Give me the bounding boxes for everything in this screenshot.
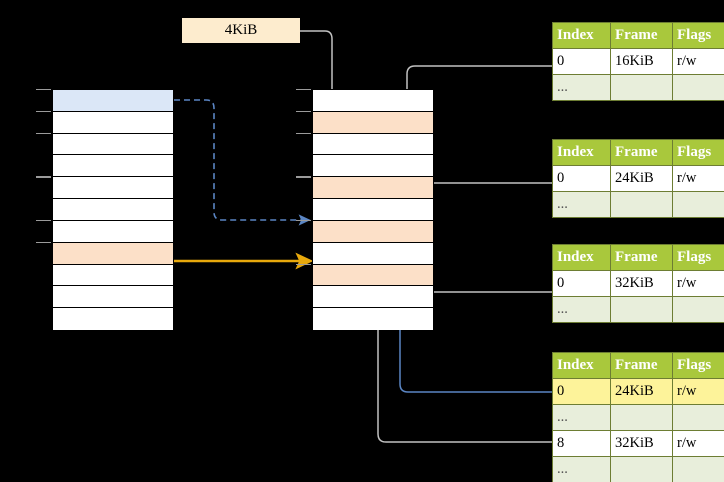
virtual-row-row-10 — [53, 286, 173, 309]
physical-row-row-6 — [313, 199, 433, 221]
virtual-row-row-8 — [53, 242, 173, 265]
page-table-2-r0-frame: 24KiB — [610, 165, 673, 192]
virtual-row-row-9 — [53, 264, 173, 287]
table-row: ... — [552, 191, 724, 218]
page-table-4-r0-frame: 24KiB — [610, 378, 673, 405]
physical-row-row-4 — [313, 155, 433, 178]
page-table-4-r3-flags — [672, 456, 724, 482]
page-table-4-r1-frame — [610, 404, 673, 431]
physical-row-row-7 — [313, 220, 433, 243]
page-table-1-header-frame: Frame — [610, 22, 673, 49]
page-table-1-r1-frame — [610, 74, 673, 101]
virtual-row-row-7 — [53, 220, 173, 243]
page-table-1-r0-flags: r/w — [672, 48, 724, 75]
physical-tick-0 — [296, 89, 311, 91]
page-table-1-header-flags: Flags — [672, 22, 724, 49]
page-table-2-r0-flags: r/w — [672, 165, 724, 192]
virtual-tick-7 — [36, 241, 51, 244]
physical-row-row-1 — [313, 90, 433, 112]
physical-tick-2 — [296, 132, 311, 135]
page-table-2-r1-flags — [672, 191, 724, 218]
page-table-2-header-index: Index — [552, 139, 611, 166]
virtual-tick-6 — [36, 219, 51, 222]
page-table-4-r0-index: 0 — [552, 378, 611, 405]
page-table-3-r0-frame: 32KiB — [610, 270, 673, 297]
table-row: ... — [552, 456, 724, 482]
page-table-3-r1-index: ... — [552, 296, 611, 323]
physical-row-row-2 — [313, 111, 433, 134]
page-table-2-r1-frame — [610, 191, 673, 218]
page-table-4-r1-flags — [672, 404, 724, 431]
page-table-1-r0-index: 0 — [552, 48, 611, 75]
virtual-row-row-11 — [53, 308, 173, 330]
physical-row-row-3 — [313, 133, 433, 156]
page-table-1-header-index: Index — [552, 22, 611, 49]
physical-row-row-10 — [313, 286, 433, 309]
page-table-3-header-flags: Flags — [672, 244, 724, 271]
page-table-2-header-frame: Frame — [610, 139, 673, 166]
virtual-tick-0 — [36, 89, 51, 91]
physical-row-row-8 — [313, 242, 433, 265]
page-table-4-r1-index: ... — [552, 404, 611, 431]
physical-tick-1 — [296, 110, 311, 113]
table-row: ... — [552, 404, 724, 431]
page-table-4-r3-index: ... — [552, 456, 611, 482]
page-table-4-r2-frame: 32KiB — [610, 430, 673, 457]
virtual-address-space-column — [52, 89, 174, 330]
page-table-3-r1-flags — [672, 296, 724, 323]
page-table-4-r0-flags: r/w — [672, 378, 724, 405]
physical-tick-4 — [296, 176, 311, 178]
page-table-1-r1-index: ... — [552, 74, 611, 101]
table-row: ... — [552, 296, 724, 323]
page-table-4-r2-index: 8 — [552, 430, 611, 457]
page-table-2-r1-index: ... — [552, 191, 611, 218]
page-table-3-header-index: Index — [552, 244, 611, 271]
table-row: ... — [552, 74, 724, 101]
size-label-4kib: 4KiB — [182, 18, 300, 43]
physical-tick-8 — [296, 263, 311, 265]
page-table-2-r0-index: 0 — [552, 165, 611, 192]
page-table-4-header-flags: Flags — [672, 352, 724, 379]
virtual-row-row-4 — [53, 155, 173, 178]
physical-row-row-5 — [313, 177, 433, 200]
virtual-tick-1 — [36, 110, 51, 113]
page-table-4-header-index: Index — [552, 352, 611, 379]
virtual-row-row-6 — [53, 199, 173, 221]
page-table-3-r0-flags: r/w — [672, 270, 724, 297]
physical-tick-6 — [296, 219, 311, 222]
physical-memory-column — [312, 89, 434, 330]
page-table-2-header-flags: Flags — [672, 139, 724, 166]
virtual-tick-2 — [36, 132, 51, 135]
virtual-row-row-2 — [53, 111, 173, 134]
page-table-3-r0-index: 0 — [552, 270, 611, 297]
blue-dashed-arrow — [174, 99, 311, 226]
page-table-1-r1-flags — [672, 74, 724, 101]
page-table-4-header-frame: Frame — [610, 352, 673, 379]
virtual-row-row-3 — [53, 133, 173, 156]
physical-row-row-9 — [313, 264, 433, 287]
page-table-3-r1-frame — [610, 296, 673, 323]
virtual-row-row-5 — [53, 177, 173, 200]
page-table-4-r2-flags: r/w — [672, 430, 724, 457]
virtual-row-row-1 — [53, 90, 173, 112]
physical-row-row-11 — [313, 308, 433, 330]
page-table-3-header-frame: Frame — [610, 244, 673, 271]
page-table-1-r0-frame: 16KiB — [610, 48, 673, 75]
virtual-tick-4 — [36, 176, 51, 178]
page-table-4-r3-frame — [610, 456, 673, 482]
